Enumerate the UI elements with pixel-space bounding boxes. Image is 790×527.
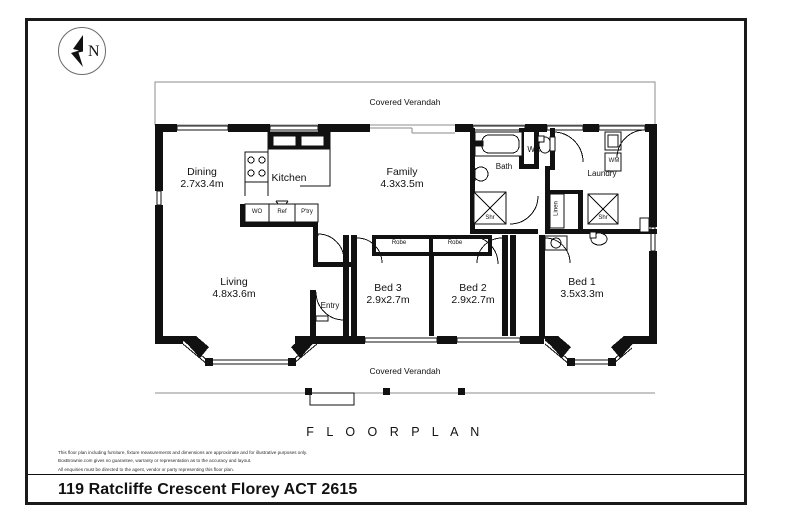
fixture-wall-oven: WO [251, 209, 263, 215]
room-bed1-dimensions: 3.5x3.3m [560, 288, 604, 301]
fixture-shower-bath: Shr [485, 215, 495, 221]
room-bed1-name: Bed 1 [568, 276, 596, 288]
room-bed3: Bed 3 2.9x2.7m [352, 282, 424, 306]
room-bed1: Bed 1 3.5x3.3m [546, 276, 618, 300]
laundry-fixtures [549, 131, 622, 229]
fixture-shower-ensuite: Shr [598, 215, 608, 221]
bath-fixtures [473, 131, 523, 225]
verandah-outline-top [154, 81, 656, 126]
label-covered-verandah-bottom: Covered Verandah [369, 366, 441, 376]
ensuite-fixtures [544, 193, 650, 251]
room-wc: WC [527, 145, 541, 154]
verandah-bottom [155, 388, 655, 406]
page-title: F L O O R P L A N [306, 425, 484, 439]
room-bed3-dimensions: 2.9x2.7m [366, 294, 410, 307]
page-border-frame [25, 18, 747, 505]
room-bed3-name: Bed 3 [374, 282, 402, 294]
room-laundry: Laundry [587, 169, 617, 178]
disclaimer-line-3: All enquiries must be directed to the ag… [58, 466, 234, 472]
room-living: Living 4.8x3.6m [198, 276, 270, 300]
door-swings [315, 129, 646, 322]
room-entry: Entry [320, 301, 340, 310]
bay-window-living [180, 336, 320, 366]
exterior-walls [155, 124, 657, 344]
fixture-fridge: Ref [277, 209, 287, 215]
fixture-robe-bed2: Robe [447, 240, 463, 246]
room-family: Family 4.3x3.5m [366, 166, 438, 190]
room-living-name: Living [220, 276, 248, 288]
room-bed2-name: Bed 2 [459, 282, 487, 294]
room-dining: Dining 2.7x3.4m [166, 166, 238, 190]
room-dining-dimensions: 2.7x3.4m [180, 178, 224, 191]
room-kitchen-name: Kitchen [271, 172, 307, 184]
room-bath: Bath [495, 162, 513, 171]
room-family-name: Family [386, 166, 418, 178]
property-address: 119 Ratcliffe Crescent Florey ACT 2615 [58, 481, 358, 498]
room-living-dimensions: 4.8x3.6m [212, 288, 256, 301]
disclaimer-text: This floor plan including furniture, fix… [58, 449, 458, 474]
footer-divider [28, 474, 744, 475]
kitchen-fixtures [244, 131, 331, 223]
disclaimer-line-1: This floor plan including furniture, fix… [58, 450, 308, 455]
compass-ring [58, 27, 106, 75]
wc-fixtures [537, 135, 556, 154]
fixture-washing-machine: WM [608, 158, 620, 164]
fixture-robe-bed3: Robe [391, 240, 407, 246]
fixture-pantry: P'try [301, 209, 313, 215]
room-bed2: Bed 2 2.9x2.7m [437, 282, 509, 306]
room-bed2-dimensions: 2.9x2.7m [451, 294, 495, 307]
room-dining-name: Dining [187, 166, 217, 178]
room-family-dimensions: 4.3x3.5m [380, 178, 424, 191]
svg-text:N: N [88, 43, 100, 60]
bay-window-bed1 [542, 336, 640, 366]
fixture-linen: Linen [553, 201, 560, 216]
north-arrow-icon: N [58, 27, 106, 75]
room-kitchen: Kitchen [258, 172, 320, 184]
label-covered-verandah-top: Covered Verandah [369, 97, 441, 107]
disclaimer-line-2: BoxBrownie.com gives no guarantee, warra… [58, 458, 252, 464]
